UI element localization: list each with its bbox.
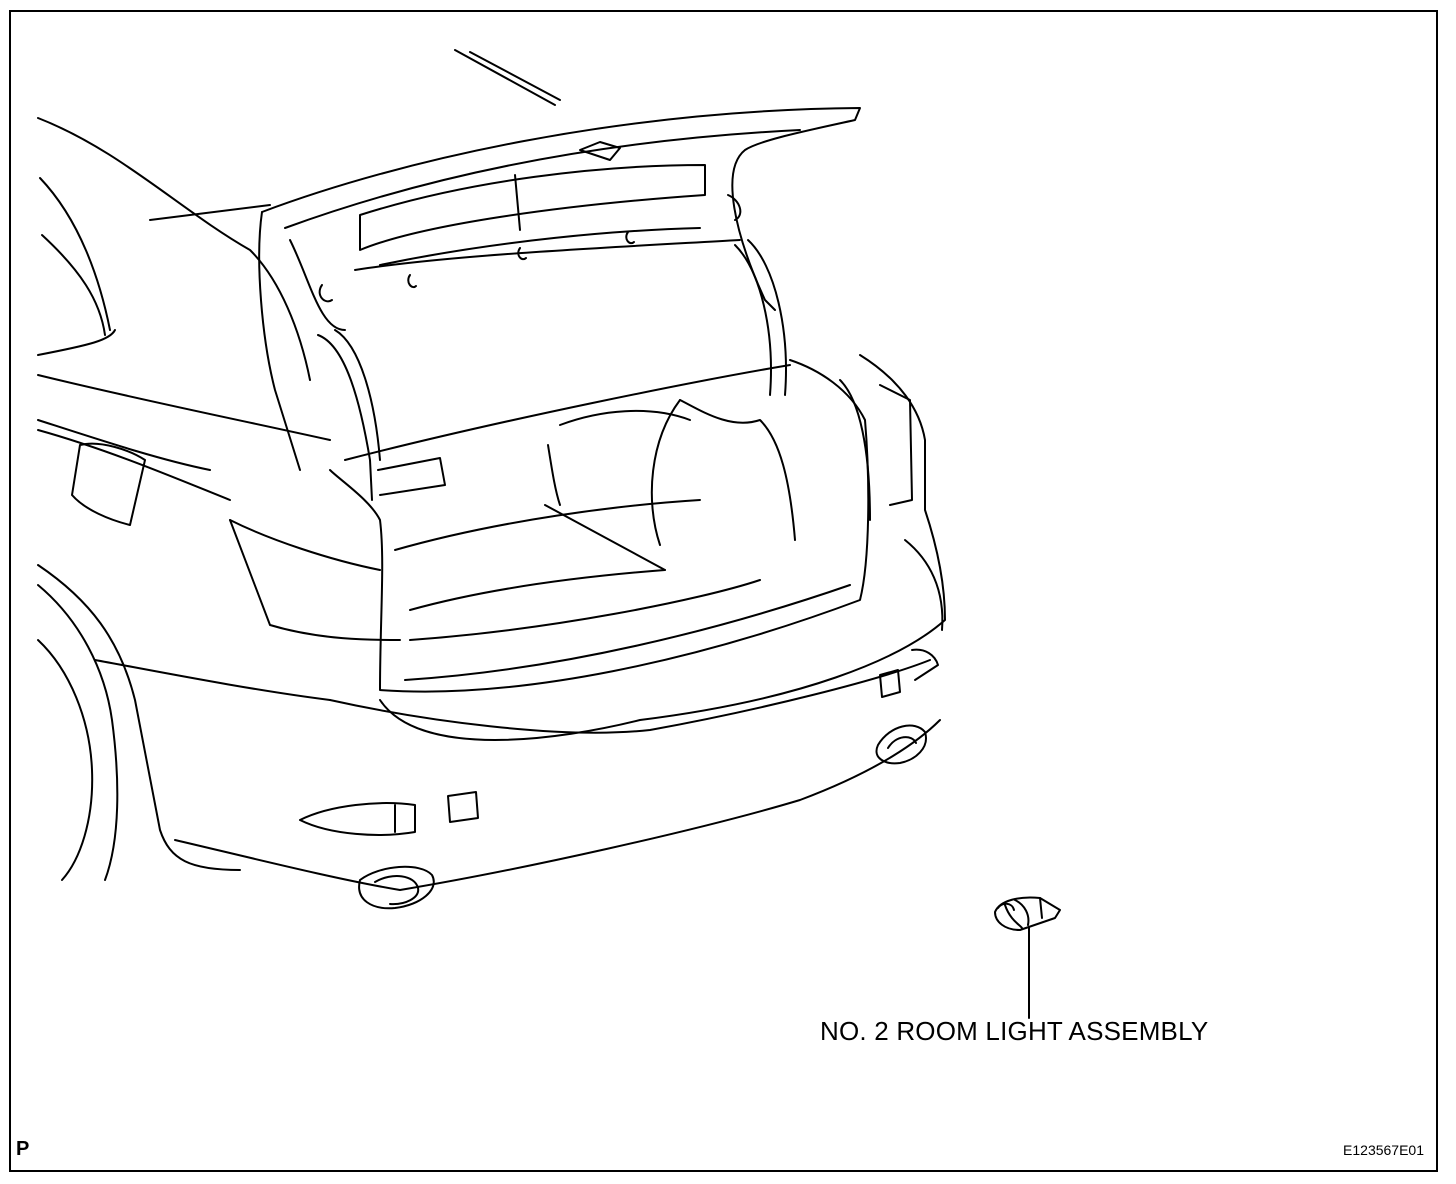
roof-lines: [37, 49, 561, 441]
corner-mark: P: [16, 1138, 30, 1160]
rear-body: [37, 354, 946, 910]
component-label: NO. 2 ROOM LIGHT ASSEMBLY: [820, 1016, 1209, 1046]
right-exhaust-tip: [875, 724, 927, 765]
left-exhaust-tip: [358, 865, 435, 910]
trunk-lid: [258, 107, 861, 501]
trunk-opening: [329, 359, 871, 693]
fuel-door: [71, 442, 146, 526]
figure-code: E123567E01: [1343, 1142, 1424, 1158]
room-light-assembly-icon: [994, 896, 1061, 931]
